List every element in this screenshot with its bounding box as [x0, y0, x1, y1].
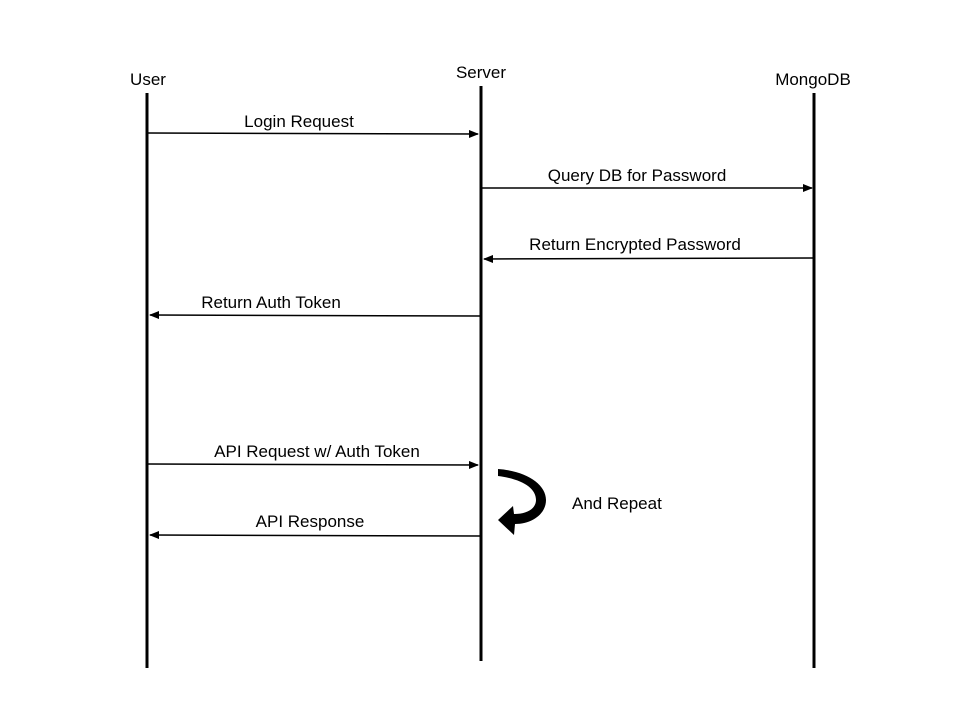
message-label-login-request: Login Request — [244, 112, 354, 131]
loop-label: And Repeat — [572, 494, 662, 513]
message-arrow-login-request — [147, 129, 479, 138]
message-arrow-api-request — [147, 460, 479, 469]
participant-user-label: User — [130, 70, 166, 89]
message-arrow-return-encrypted-password — [483, 254, 814, 263]
message-arrow-api-response — [149, 531, 481, 540]
participant-server-label: Server — [456, 63, 506, 82]
message-arrow-return-auth-token — [149, 311, 481, 320]
message-label-return-auth-token: Return Auth Token — [201, 293, 341, 312]
curved-loop-arrow-icon — [498, 469, 546, 535]
message-label-return-encrypted-password: Return Encrypted Password — [529, 235, 741, 254]
message-label-api-response: API Response — [256, 512, 365, 531]
message-label-query-db: Query DB for Password — [548, 166, 727, 185]
participant-mongodb-label: MongoDB — [775, 70, 851, 89]
message-label-api-request: API Request w/ Auth Token — [214, 442, 420, 461]
